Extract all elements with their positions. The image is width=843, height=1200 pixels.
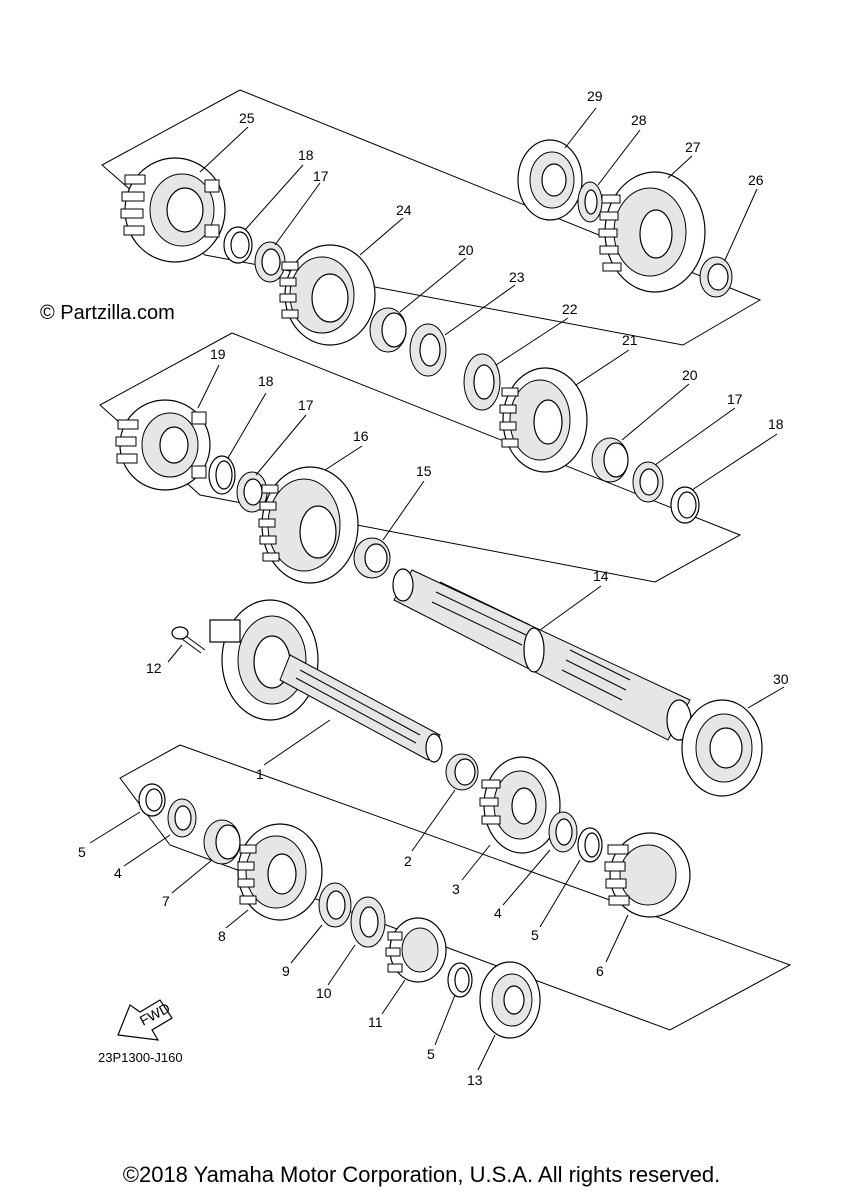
part-29-bearing[interactable] (517, 139, 583, 221)
callout-6: 6 (596, 963, 604, 979)
callout-20: 20 (458, 242, 474, 258)
part-5-circlip-right[interactable] (577, 827, 603, 863)
callout-16: 16 (353, 428, 369, 444)
fwd-arrow-icon: FWD (117, 999, 173, 1041)
callout-3: 3 (452, 881, 460, 897)
callout-19: 19 (210, 346, 226, 362)
part-11-gear[interactable] (385, 917, 447, 983)
part-17-washer-middle-right[interactable] (632, 461, 664, 503)
callout-18-middle: 18 (258, 373, 274, 389)
callout-29: 29 (587, 88, 603, 104)
callout-22: 22 (562, 301, 578, 317)
part-15-collar[interactable] (353, 537, 391, 579)
callout-8: 8 (218, 928, 226, 944)
part-5-circlip-left[interactable] (138, 783, 166, 817)
part-30-bearing[interactable] (681, 699, 763, 797)
callout-14: 14 (593, 568, 609, 584)
callout-5-right: 5 (531, 927, 539, 943)
part-20-bearing-middle[interactable] (591, 437, 629, 483)
part-18-circlip-upper[interactable] (223, 226, 253, 264)
part-17-washer-upper[interactable] (254, 241, 286, 283)
callout-13: 13 (467, 1072, 483, 1088)
part-10-lock-washer[interactable] (350, 896, 386, 948)
part-25-gear[interactable] (120, 157, 226, 263)
part-18-circlip-middle-right[interactable] (670, 486, 700, 524)
part-21-gear[interactable] (499, 367, 588, 473)
part-4-washer-right[interactable] (548, 811, 578, 853)
part-7-bearing[interactable] (203, 819, 241, 865)
callout-27: 27 (685, 139, 701, 155)
part-1-main-shaft[interactable] (209, 599, 443, 763)
watermark-text: © Partzilla.com (40, 302, 175, 324)
callout-20-middle: 20 (682, 367, 698, 383)
part-3-gear[interactable] (479, 756, 561, 854)
callout-26: 26 (748, 172, 764, 188)
callout-21: 21 (622, 332, 638, 348)
callout-18-right: 18 (768, 416, 784, 432)
part-16-gear[interactable] (258, 466, 359, 584)
part-6-gear[interactable] (604, 832, 691, 918)
part-9-lock-washer[interactable] (318, 882, 352, 928)
part-28-washer[interactable] (577, 181, 603, 223)
callout-2: 2 (404, 853, 412, 869)
callout-10: 10 (316, 985, 332, 1001)
callout-23: 23 (509, 269, 525, 285)
callout-labels: 25 18 17 24 20 23 22 29 28 27 26 19 18 1… (78, 88, 789, 1088)
callout-15: 15 (416, 463, 432, 479)
callout-28: 28 (631, 112, 647, 128)
part-14-shaft[interactable] (392, 568, 692, 741)
part-4-washer-left[interactable] (167, 798, 197, 838)
callout-17-right: 17 (727, 391, 743, 407)
part-2-collar[interactable] (445, 753, 479, 791)
part-22-lock-washer[interactable] (463, 353, 501, 411)
part-13-bearing[interactable] (479, 961, 541, 1039)
part-26-collar[interactable] (699, 256, 733, 298)
callout-17: 17 (313, 168, 329, 184)
copyright-footer: ©2018 Yamaha Motor Corporation, U.S.A. A… (122, 1162, 721, 1187)
callout-17-middle: 17 (298, 397, 314, 413)
part-8-gear[interactable] (237, 823, 323, 921)
callout-25: 25 (239, 110, 255, 126)
callout-30: 30 (773, 671, 789, 687)
part-23-lock-washer[interactable] (409, 323, 447, 377)
callout-12: 12 (146, 660, 162, 676)
callout-4-left: 4 (114, 865, 122, 881)
part-24-gear[interactable] (279, 244, 376, 346)
callout-24: 24 (396, 202, 412, 218)
part-18-circlip-middle[interactable] (208, 455, 236, 495)
leader-lines (89, 107, 785, 1071)
callout-9: 9 (282, 963, 290, 979)
callout-7: 7 (162, 893, 170, 909)
callout-18: 18 (298, 147, 314, 163)
callout-4-right: 4 (494, 905, 502, 921)
part-19-gear[interactable] (115, 399, 211, 491)
part-20-bearing-upper[interactable] (369, 307, 407, 353)
callout-5-left: 5 (78, 844, 86, 860)
callout-1: 1 (256, 766, 264, 782)
part-12-bolt[interactable] (171, 626, 206, 654)
drawing-code: 23P1300-J160 (98, 1050, 183, 1065)
part-5-circlip-bottom[interactable] (447, 962, 473, 998)
middle-assembly-frame (99, 332, 742, 583)
callout-11: 11 (368, 1014, 383, 1030)
callout-5-bottom: 5 (427, 1046, 435, 1062)
part-27-gear[interactable] (598, 171, 706, 293)
